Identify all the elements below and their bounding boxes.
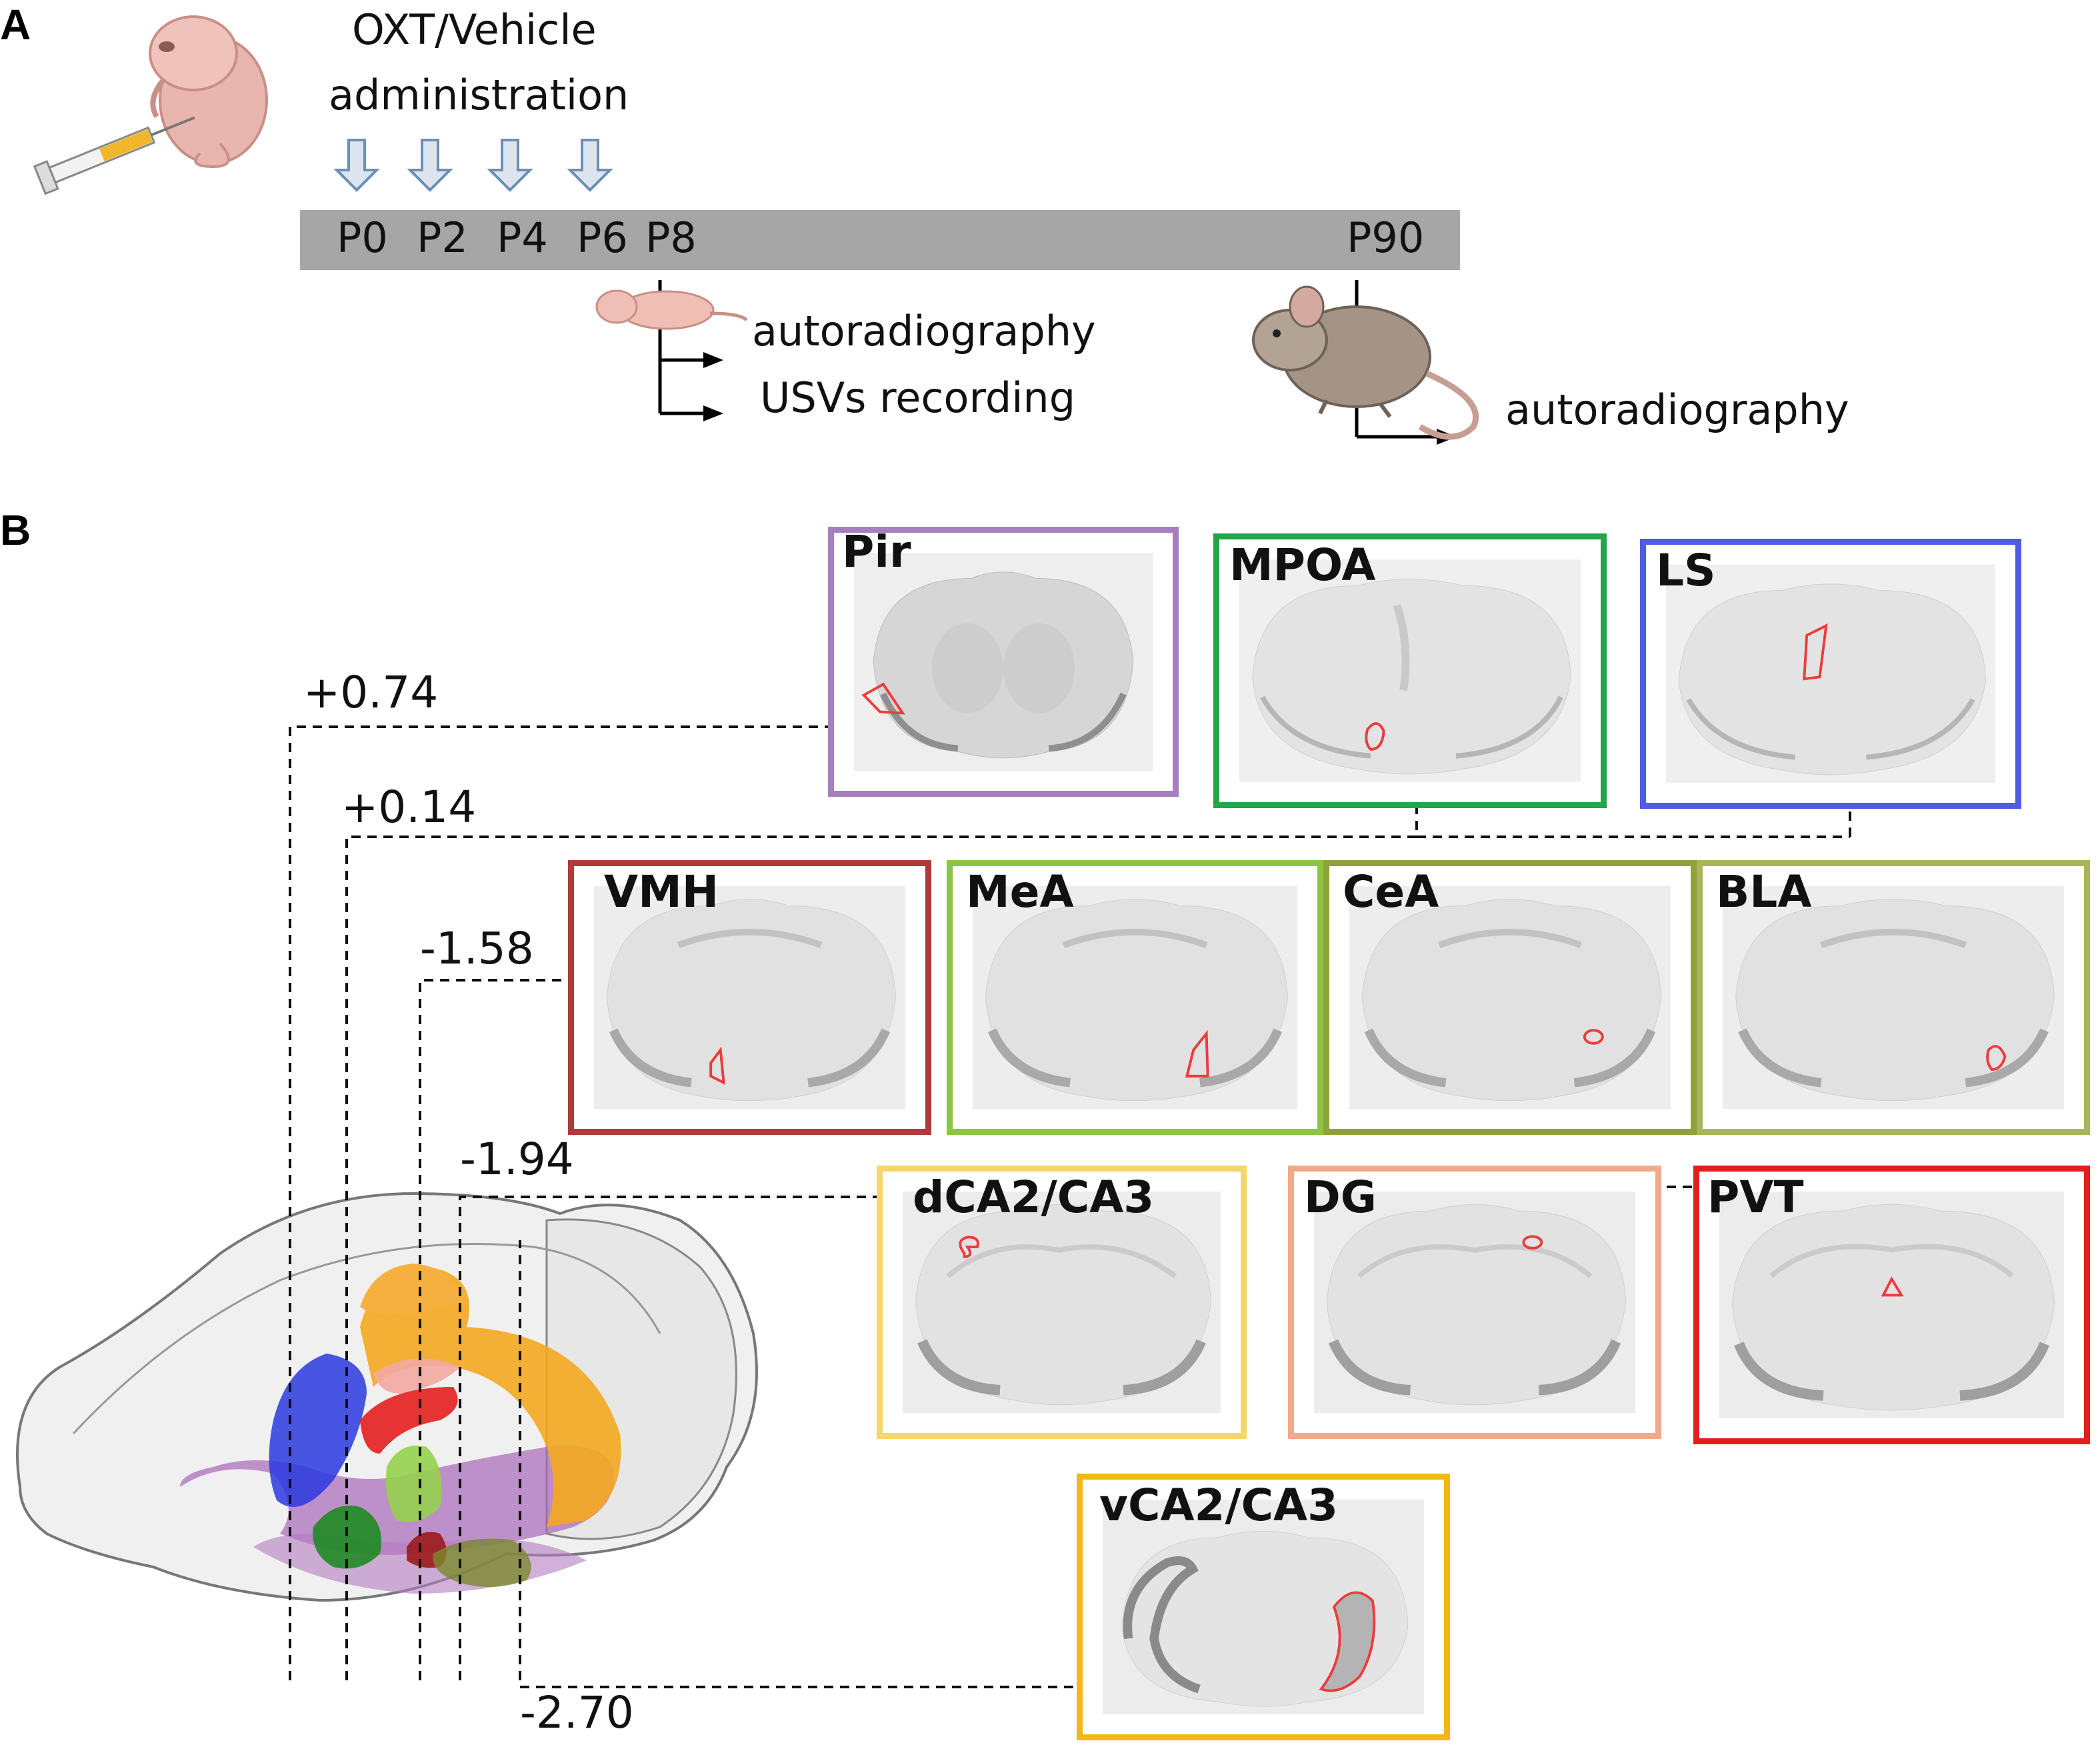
autoradiograph-image [1314,1192,1635,1413]
region-label-cea: CeA [1343,866,1439,918]
region-label-ls: LS [1656,545,1716,596]
autoradiograph-image [594,886,905,1109]
autoradiograph-image [854,553,1153,771]
treatment-label-line1: OXT/Vehicle [352,5,597,54]
timeline-bar [300,210,1460,270]
region-box-mea: MeA [947,860,1323,1135]
p90-outcome-autoradiography: autoradiography [1505,385,1849,434]
region-label-pvt: PVT [1707,1172,1804,1223]
timepoint-p4: P4 [497,213,548,262]
autoradiograph-image [1349,886,1671,1109]
pup-icon [149,15,268,169]
timepoint-p6: P6 [577,213,628,262]
region-box-vmh: VMH [568,860,931,1135]
panel-letter-a: A [0,1,31,49]
timepoint-p0: P0 [337,213,388,262]
autoradiograph-image [1239,559,1581,782]
panel-letter-b: B [0,506,31,554]
region-box-dca2-ca3: dCA2/CA3 [877,1166,1247,1439]
autoradiograph-image [903,1192,1221,1413]
region-box-mpoa: MPOA [1213,533,1607,808]
timepoint-p90: P90 [1347,213,1425,262]
autoradiograph-image [973,886,1297,1109]
autoradiograph-image [1666,565,1995,783]
coordinate-label-minus-2-70: -2.70 [520,1687,634,1738]
region-label-bla: BLA [1716,866,1812,918]
adult-mouse-icon [1252,285,1479,440]
syringe-icon [33,116,195,195]
region-box-cea: CeA [1323,860,1697,1135]
region-label-vmh: VMH [604,866,719,918]
p8-outcome-autoradiography: autoradiography [752,307,1096,355]
coordinate-label-plus-0-14: +0.14 [341,781,477,833]
region-box-dg: DG [1288,1166,1661,1439]
region-box-vca2-ca3: vCA2/CA3 [1077,1474,1450,1740]
p8-outcome-usvs: USVs recording [760,373,1076,422]
region-box-pir: Pir [828,526,1179,797]
sagittal-brain-icon [16,1192,758,1602]
region-label-pir: Pir [842,526,911,577]
coordinate-label-minus-1-94: -1.94 [460,1134,574,1185]
timepoint-p2: P2 [417,213,468,262]
region-label-dca2-ca3: dCA2/CA3 [913,1172,1155,1223]
region-label-dg: DG [1304,1172,1377,1223]
timepoint-p8: P8 [645,213,697,262]
region-box-pvt: PVT [1693,1166,2090,1444]
arrow-down-icon [333,139,613,192]
treatment-label-line2: administration [329,71,629,119]
coordinate-label-plus-0-74: +0.74 [303,667,439,718]
autoradiograph-image [1103,1500,1424,1714]
region-label-mpoa: MPOA [1229,539,1376,591]
region-label-mea: MeA [966,866,1074,918]
region-box-ls: LS [1640,539,2021,809]
coordinate-label-minus-1-58: -1.58 [420,923,534,974]
region-label-vca2-ca3: vCA2/CA3 [1099,1480,1339,1531]
mouse-pup-icon [595,289,748,330]
coordinate-guide-lines [289,725,1851,1688]
autoradiograph-image [1723,886,2064,1109]
region-box-bla: BLA [1697,860,2090,1135]
autoradiograph-image [1719,1192,2064,1418]
